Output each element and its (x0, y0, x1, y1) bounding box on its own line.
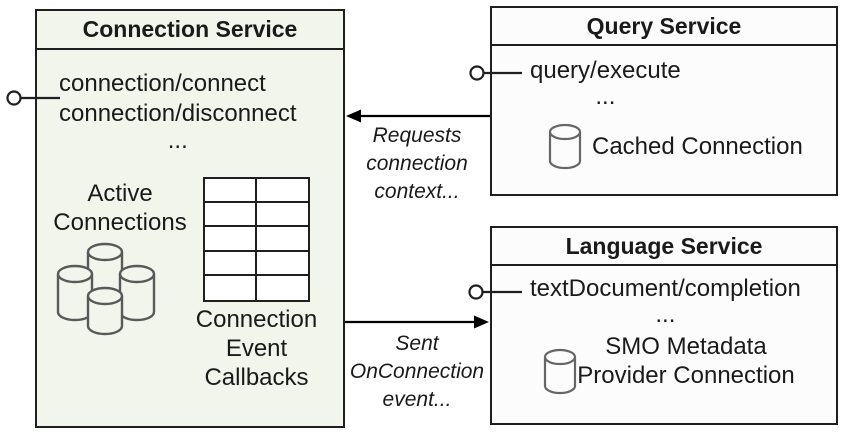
method-connection-disconnect: connection/disconnect (59, 100, 297, 127)
active-connections-label-line2: Connections (53, 209, 187, 236)
language-service-box: Language Service textDocument/completion… (490, 226, 838, 425)
table-cell (257, 276, 309, 300)
table-cell (256, 227, 308, 252)
annotation-line: context... (374, 180, 460, 203)
smo-label-line1: SMO Metadata (605, 333, 767, 360)
method-connection-connect: connection/connect (59, 70, 266, 97)
connection-service-box: Connection Service connection/connect co… (35, 9, 345, 428)
language-service-methods: textDocument/completion ... (530, 274, 801, 327)
annotation-line: connection (366, 152, 468, 175)
query-service-box: Query Service query/execute ... Cached C… (490, 6, 838, 196)
active-connections-label: Active Connections (45, 179, 195, 237)
connection-service-title: Connection Service (82, 16, 298, 42)
active-connections-label-line1: Active (87, 180, 153, 207)
method-query-execute: query/execute (530, 57, 681, 84)
smo-label-line2: Provider Connection (577, 362, 795, 389)
table-cell (256, 179, 308, 204)
query-service-title: Query Service (586, 12, 742, 39)
table-cell (256, 203, 308, 228)
requests-connection-arrow (346, 109, 490, 123)
language-service-title: Language Service (565, 232, 763, 259)
callbacks-label-line3: Callbacks (204, 364, 309, 391)
language-service-header: Language Service (492, 228, 836, 266)
methods-ellipsis: ... (595, 83, 616, 110)
cached-connection-label: Cached Connection (592, 133, 803, 160)
connection-service-header: Connection Service (37, 11, 343, 50)
sent-onconnection-event-annotation: Sent OnConnection event... (347, 330, 487, 414)
annotation-line: Requests (372, 124, 462, 147)
annotation-line: OnConnection (349, 360, 485, 383)
smo-metadata-provider-connection-label: SMO Metadata Provider Connection (555, 332, 817, 390)
methods-ellipsis: ... (167, 127, 188, 154)
method-textdocument-completion: textDocument/completion (530, 275, 801, 302)
table-cell (205, 179, 257, 204)
query-service-methods: query/execute ... (530, 56, 681, 109)
requests-connection-context-annotation: Requests connection context... (347, 122, 487, 206)
sent-onconnection-arrow (345, 315, 489, 329)
table-cell (205, 251, 257, 276)
methods-ellipsis: ... (655, 301, 676, 328)
table-grid-icon (203, 177, 310, 302)
annotation-line: event... (382, 388, 452, 411)
connection-event-callbacks-label: Connection Event Callbacks (179, 305, 334, 392)
connection-service-methods: connection/connect connection/disconnect… (59, 69, 297, 153)
table-cell (205, 275, 257, 300)
annotation-line: Sent (395, 332, 439, 355)
query-service-header: Query Service (492, 8, 836, 46)
table-cell (205, 227, 257, 252)
callbacks-label-line1: Connection (195, 306, 318, 333)
table-cell (205, 203, 257, 228)
callbacks-label-line2: Event (225, 335, 288, 362)
table-cell (256, 252, 308, 276)
